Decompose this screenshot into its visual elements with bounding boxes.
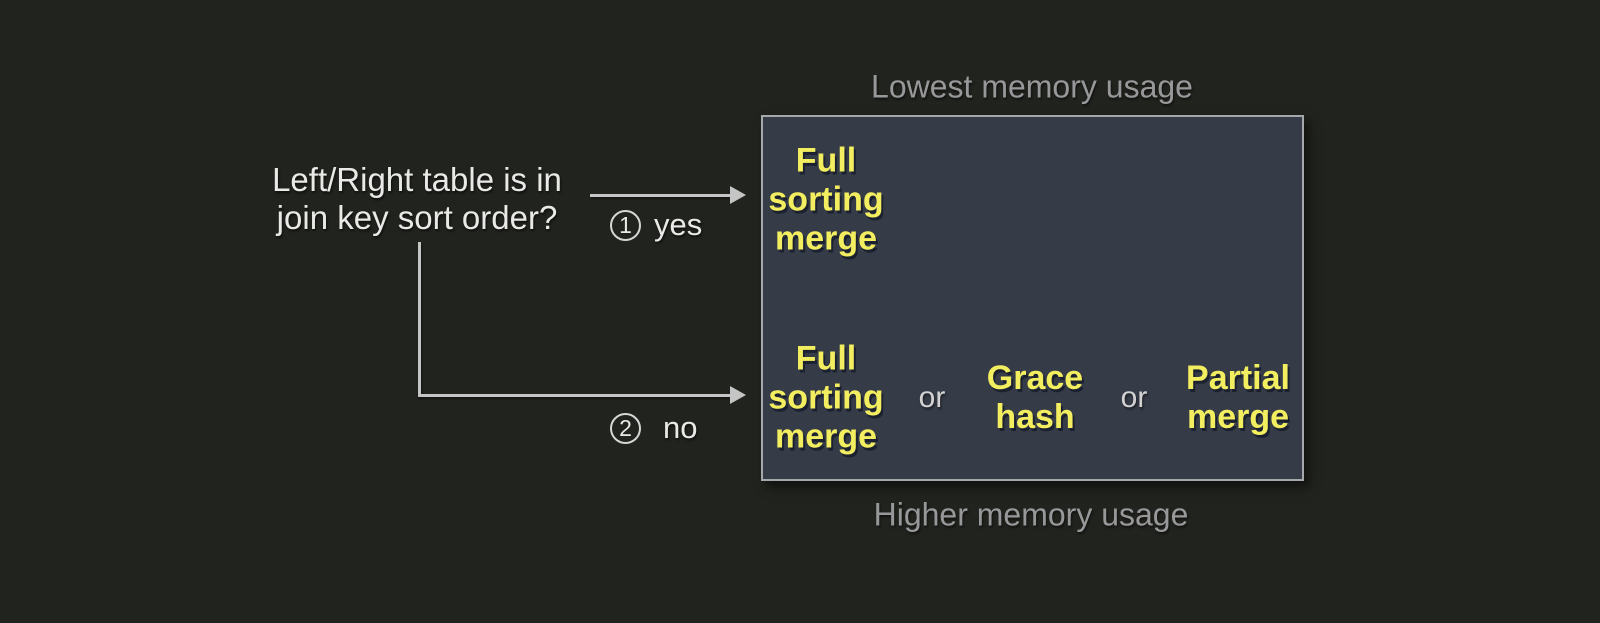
or-separator-2: or	[1120, 381, 1148, 414]
yes-arrow-head-icon	[730, 186, 746, 204]
circled-1-icon: 1	[610, 209, 641, 241]
yes-label-text: yes	[654, 207, 703, 242]
no-arrow-horizontal-line	[418, 394, 732, 397]
no-arrow-vertical-line	[418, 242, 421, 396]
yes-arrow-line	[590, 194, 731, 197]
lowest-memory-usage-label: Lowest memory usage	[871, 68, 1193, 105]
algo-partial-merge: Partial merge	[1186, 359, 1290, 436]
no-label-text: no	[663, 410, 698, 445]
no-arrow-head-icon	[730, 386, 746, 404]
yes-branch-label: 1 yes	[610, 207, 702, 243]
or-separator-1: or	[918, 381, 946, 414]
algo-grace-hash: Grace hash	[986, 359, 1084, 436]
higher-memory-usage-label: Higher memory usage	[873, 496, 1189, 533]
no-branch-label: 2 no	[610, 410, 697, 446]
algo-full-sorting-merge-unsorted: Full sorting merge	[768, 339, 884, 456]
circled-2-icon: 2	[610, 412, 641, 444]
question-text: Left/Right table is in join key sort ord…	[272, 161, 562, 236]
join-algorithms-box: Full sorting merge Full sorting merge or…	[761, 115, 1304, 481]
algo-full-sorting-merge-sorted: Full sorting merge	[768, 141, 884, 258]
